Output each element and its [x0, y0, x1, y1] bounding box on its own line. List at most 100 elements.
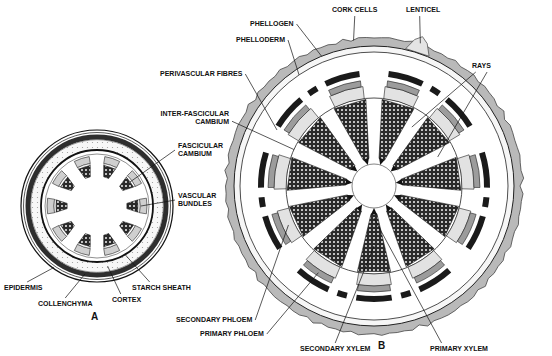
- figure-letter: B: [378, 340, 385, 352]
- primary-xylem: [351, 165, 358, 171]
- primary-phloem: [329, 81, 362, 96]
- primary-phloem: [272, 213, 291, 245]
- xylem-group: [120, 221, 134, 234]
- secondary-xylem-wedge: [401, 157, 461, 190]
- label-holder: PERIVASCULAR FIBRES: [160, 70, 242, 78]
- xylem-group: [104, 166, 116, 179]
- perivascular-fibre: [356, 295, 392, 302]
- leader-line: [374, 218, 442, 343]
- xylem-group: [120, 177, 134, 190]
- label-holder: EPIDERMIS: [4, 284, 43, 292]
- label-holder: PHELLODERM: [236, 36, 285, 44]
- label-holder: COLLENCHYMA: [38, 300, 92, 308]
- part-label: PHELLODERM: [236, 36, 285, 44]
- secondary-phloem: [357, 273, 392, 286]
- label-holder: SECONDARY PHLOEM: [176, 316, 252, 324]
- primary-xylem: [346, 179, 353, 185]
- leader-line: [65, 274, 85, 298]
- cortex-area: [31, 140, 164, 273]
- primary-xylem: [386, 205, 392, 212]
- part-label: PRIMARY PHLOEM: [200, 330, 264, 338]
- leader-line: [412, 72, 476, 127]
- fascicular-cambium: [54, 200, 56, 213]
- leader-line: [438, 72, 487, 157]
- part-label: VASCULAR BUNDLES: [178, 192, 222, 208]
- perivascular-fibre: [482, 197, 489, 208]
- leader-line: [354, 16, 355, 40]
- label-holder: PHELLOGEN: [250, 20, 294, 28]
- primary-xylem: [356, 205, 362, 212]
- xylem-group: [61, 221, 75, 234]
- leader-line: [125, 255, 150, 283]
- part-label: PRIMARY XYLEM: [430, 345, 488, 353]
- primary-xylem: [347, 195, 354, 200]
- label-holder: LENTICEL: [406, 6, 440, 14]
- secondary-xylem-wedge: [289, 195, 349, 237]
- xylem-group: [61, 177, 75, 190]
- label-holder: CORTEX: [112, 296, 141, 304]
- label-holder: RAYS: [472, 62, 491, 70]
- perivascular-fibre: [258, 152, 269, 188]
- label-holder: PRIMARY PHLOEM: [200, 330, 264, 338]
- pith: [352, 164, 396, 208]
- label-holder: PRIMARY XYLEM: [430, 345, 488, 353]
- part-label: SECONDARY PHLOEM: [176, 316, 252, 324]
- leader-line: [108, 266, 121, 294]
- secondary-xylem-wedge: [387, 208, 435, 267]
- label-holder: CORK CELLS: [332, 6, 378, 14]
- cork-layer: [225, 38, 524, 336]
- xylem-group: [79, 234, 91, 247]
- xylem-group: [79, 166, 91, 179]
- fascicular-cambium: [138, 200, 140, 213]
- starch-sheath-ring: [41, 150, 153, 262]
- part-label: INTER-FASCICULAR CAMBIUM: [147, 110, 229, 126]
- phellogen-ring: [234, 46, 514, 326]
- leader-line: [27, 267, 54, 282]
- part-label: SECONDARY XYLEM: [300, 345, 370, 353]
- perivascular-fibre: [307, 86, 319, 96]
- xylem-group: [56, 200, 67, 212]
- xylem-group: [127, 200, 138, 212]
- figure-letter: A: [91, 311, 98, 323]
- primary-phloem: [268, 155, 278, 188]
- phloem-cap: [47, 198, 55, 214]
- label-holder: B: [378, 340, 385, 352]
- cambium-ring: [286, 98, 462, 274]
- part-label: COLLENCHYMA: [38, 300, 92, 308]
- primary-phloem: [303, 261, 333, 283]
- primary-xylem: [379, 158, 385, 165]
- label-holder: FASCICULAR CAMBIUM: [178, 142, 226, 158]
- leader-line: [232, 121, 294, 149]
- primary-phloem: [284, 105, 310, 133]
- perivascular-fibre: [337, 290, 348, 299]
- label-holder: SECONDARY XYLEM: [300, 345, 370, 353]
- leader-line: [245, 74, 277, 130]
- primary-xylem: [396, 179, 403, 185]
- part-label: PERIVASCULAR FIBRES: [160, 70, 242, 78]
- secondary-xylem-wedge: [334, 99, 369, 160]
- primary-phloem: [470, 155, 480, 188]
- label-holder: INTER-FASCICULAR CAMBIUM: [147, 110, 229, 126]
- xylem-group: [104, 234, 116, 247]
- perivascular-fibre: [259, 197, 266, 208]
- primary-xylem: [391, 165, 398, 171]
- primary-phloem: [357, 285, 390, 292]
- label-holder: A: [91, 311, 98, 323]
- leader-line: [335, 246, 374, 343]
- leader-line: [267, 273, 319, 334]
- perivascular-fibre: [429, 86, 441, 96]
- leader-line: [288, 40, 299, 75]
- part-label: PHELLOGEN: [250, 20, 294, 28]
- part-label: RAYS: [472, 62, 491, 70]
- epidermis-ring: [21, 130, 173, 282]
- primary-xylem: [363, 158, 369, 165]
- phloem-cap: [139, 198, 147, 214]
- perivascular-fibre: [400, 290, 411, 299]
- part-label: STARCH SHEATH: [132, 284, 191, 292]
- secondary-xylem-wedge: [393, 118, 449, 170]
- phelloderm-ring: [240, 52, 508, 320]
- primary-xylem: [394, 195, 401, 200]
- part-label: CORTEX: [112, 296, 141, 304]
- perivascular-fibre: [479, 152, 490, 188]
- leader-line: [141, 200, 175, 206]
